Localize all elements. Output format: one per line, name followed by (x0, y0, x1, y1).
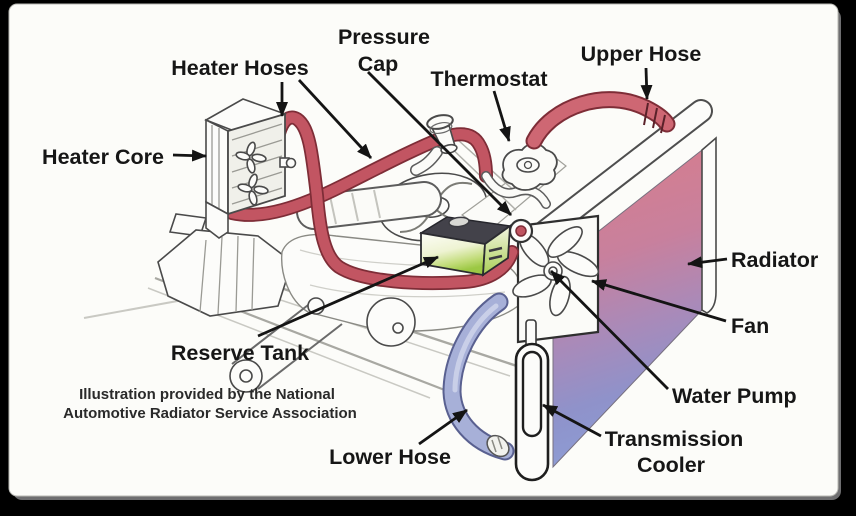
transmission-cooler-arrow (542, 403, 602, 438)
fan-assembly (508, 214, 600, 344)
radiator-label: Radiator (731, 248, 819, 272)
attribution-line2: Automotive Radiator Service Association (63, 405, 357, 422)
upper-hose-clamp (643, 102, 666, 134)
heater-core-arrow (172, 149, 207, 162)
leader-arrows (172, 67, 728, 446)
pressure-cap-label-line2: Cap (358, 52, 399, 76)
lower-hose (442, 292, 515, 461)
fan-blades (512, 226, 600, 317)
transmission-cooler (514, 319, 550, 482)
fan-arrow (591, 279, 727, 323)
heater-core-fan-2 (237, 173, 269, 206)
fan-label: Fan (731, 314, 769, 338)
upper-hose-arrow (640, 67, 653, 100)
heater-core-fan-1 (235, 141, 267, 174)
heater-core-left (205, 118, 229, 216)
lower-hose-label: Lower Hose (329, 445, 451, 469)
reserve-tank-arrow (257, 255, 439, 338)
labels: Heater Hoses Pressure Cap Thermostat Upp… (42, 25, 819, 477)
reserve-tank (418, 216, 512, 277)
thermostat-arrow (492, 90, 511, 142)
drive-belts (231, 301, 343, 390)
heater-core-nub (285, 157, 297, 169)
lower-hose-arrow (418, 408, 468, 446)
heater-hose-lower-run (269, 110, 519, 291)
cooler-slot (521, 350, 543, 438)
pressure-cap-label-line1: Pressure (338, 25, 430, 49)
attribution-line1: Illustration provided by the National (79, 386, 335, 403)
pressure-cap-arrow (367, 71, 512, 216)
reserve-tank-cap (448, 216, 470, 228)
heater-core (204, 98, 297, 239)
upper-hose-label: Upper Hose (581, 42, 702, 66)
upper-hose (525, 91, 676, 150)
water-pump-arrow (550, 270, 669, 390)
heater-hoses-label: Heater Hoses (171, 56, 308, 80)
starter-cylinder (366, 297, 416, 347)
heater-hose-upper-run (225, 127, 493, 222)
transmission-cooler-label-line1: Transmission (605, 427, 744, 451)
water-pump-label: Water Pump (672, 384, 797, 408)
radiator-arrow (687, 256, 728, 269)
heater-hoses-arrow-2 (297, 79, 373, 159)
radiator-side-tank (701, 136, 717, 314)
heater-core-foot (205, 200, 229, 239)
thermostat-label: Thermostat (430, 67, 547, 91)
transmission (157, 229, 293, 317)
transmission-cooler-label-line2: Cooler (637, 453, 706, 477)
reserve-tank-label: Reserve Tank (171, 341, 309, 365)
heater-core-label: Heater Core (42, 145, 164, 169)
